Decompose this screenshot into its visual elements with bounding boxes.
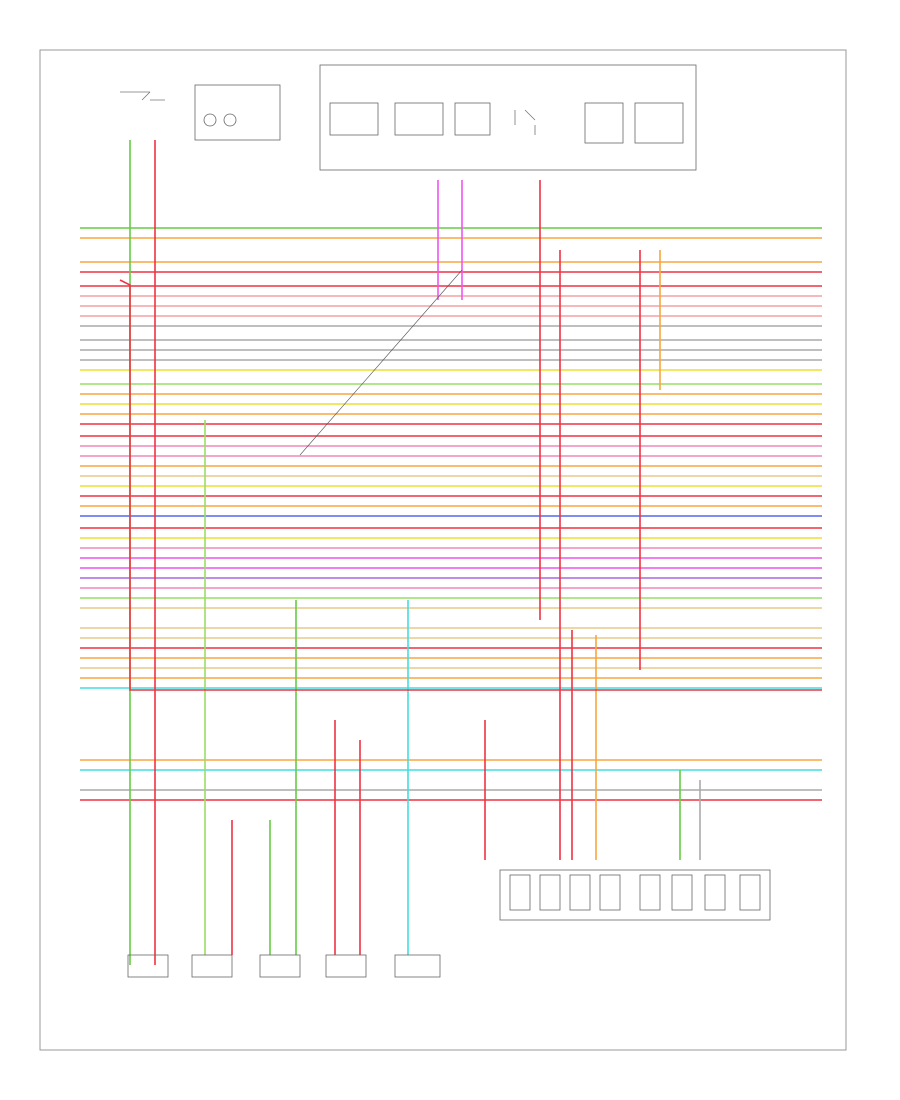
sensor-box-5: [634, 102, 684, 144]
sensor-bottom-5: [394, 954, 441, 978]
sensor-bottom-3: [259, 954, 301, 978]
switch-component: [120, 91, 165, 101]
sensor-box-1: [329, 102, 379, 136]
transmission-housing: [319, 64, 697, 171]
wire-bundle: [80, 140, 822, 965]
top-components: [120, 84, 684, 144]
sensor-bottom-2: [191, 954, 233, 978]
bottom-components: [127, 869, 771, 978]
sensor-bottom-4: [325, 954, 367, 978]
callout-line: [299, 269, 463, 456]
main-power-wire: [119, 279, 822, 691]
fuel-tank-component: [194, 84, 281, 141]
sensor-box-4: [584, 102, 624, 144]
sensor-box-3: [454, 102, 491, 136]
sensor-bottom-1: [127, 954, 169, 978]
switch-inside: [514, 109, 536, 135]
page-border: [39, 49, 847, 1051]
sensor-box-2: [394, 102, 444, 136]
fuse-block: [499, 869, 771, 921]
